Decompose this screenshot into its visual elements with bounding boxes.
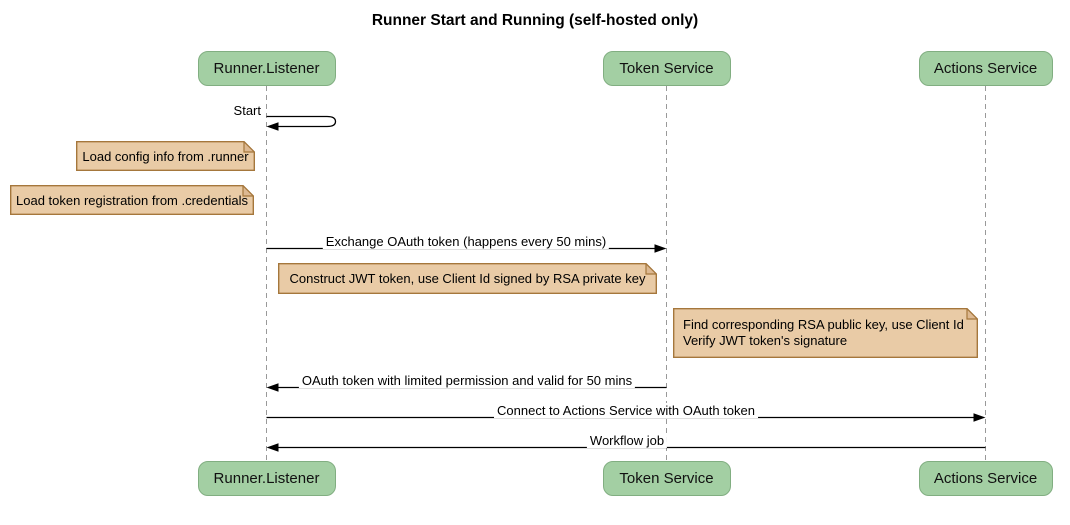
participant-actions-service-bottom: Actions Service: [918, 461, 1053, 496]
message-label-exchange: Exchange OAuth token (happens every 50 m…: [322, 234, 610, 249]
message-label-start: Start: [233, 103, 261, 118]
arrowhead-connect: [973, 413, 986, 422]
participant-token-service-top: Token Service: [602, 51, 731, 86]
note-shape: [278, 263, 657, 294]
participant-actions-service-top: Actions Service: [918, 51, 1053, 86]
arrowhead-oauth-return: [266, 383, 279, 392]
note-shape: [76, 141, 255, 171]
message-label-connect: Connect to Actions Service with OAuth to…: [494, 403, 758, 418]
note-line-1: Find corresponding RSA public key, use C…: [683, 316, 964, 332]
note-text: Find corresponding RSA public key, use C…: [673, 308, 978, 358]
note-verify-jwt: Find corresponding RSA public key, use C…: [673, 308, 978, 358]
diagram-title: Runner Start and Running (self-hosted on…: [371, 12, 699, 29]
note-line-2: Verify JWT token's signature: [683, 333, 848, 348]
participant-runner-listener-top: Runner.Listener: [197, 51, 336, 86]
participant-label: Token Service: [619, 470, 714, 487]
arrowhead-workflow: [266, 443, 279, 452]
arrowhead-exchange: [654, 244, 667, 253]
message-label-oauth-return: OAuth token with limited permission and …: [298, 373, 636, 388]
message-label-workflow: Workflow job: [586, 433, 668, 448]
participant-label: Runner.Listener: [213, 470, 320, 487]
note-text: Load config info from .runner: [82, 148, 249, 164]
arrowhead-start: [266, 122, 279, 131]
participant-runner-listener-bottom: Runner.Listener: [197, 461, 336, 496]
note-load-config: Load config info from .runner: [76, 141, 255, 171]
participant-token-service-bottom: Token Service: [602, 461, 731, 496]
participant-label: Runner.Listener: [213, 60, 320, 77]
participant-label: Actions Service: [933, 60, 1038, 77]
self-message-start-loop: [266, 115, 337, 128]
note-shape: [673, 308, 978, 358]
note-text: Load token registration from .credential…: [16, 192, 248, 208]
note-shape: [10, 185, 254, 215]
note-text: Construct JWT token, use Client Id signe…: [289, 271, 646, 286]
note-load-credentials: Load token registration from .credential…: [10, 185, 254, 215]
participant-label: Token Service: [619, 60, 714, 77]
participant-label: Actions Service: [933, 470, 1038, 487]
note-construct-jwt: Construct JWT token, use Client Id signe…: [278, 263, 657, 294]
